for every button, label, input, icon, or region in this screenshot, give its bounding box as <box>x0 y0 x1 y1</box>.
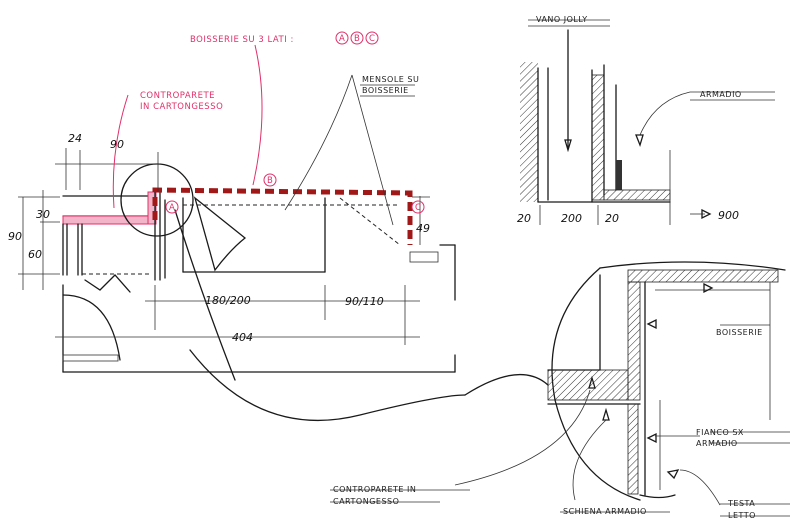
plan-marker-b: B <box>267 176 273 186</box>
fianco-label-line1: FIANCO SX <box>696 428 744 437</box>
testa-label-line2: LETTO <box>728 511 756 520</box>
marker-b: B <box>354 34 360 44</box>
boiserie-outline <box>152 187 413 245</box>
dim-49: 49 <box>416 222 430 235</box>
dim-20-b: 20 <box>605 212 619 225</box>
armadio-label: ARMADIO <box>700 90 742 99</box>
fianco-label-line2: ARMADIO <box>696 439 738 448</box>
vano-jolly-label: VANO JOLLY <box>536 15 588 24</box>
dim-24: 24 <box>68 132 82 145</box>
marker-c: C <box>369 34 375 44</box>
enlarged-detail <box>189 261 790 517</box>
dim-180-200: 180/200 <box>205 294 251 307</box>
marker-a: A <box>339 34 345 44</box>
shelves-label-line1: MENSOLE SU <box>362 75 419 84</box>
plan-marker-c: C <box>415 203 421 213</box>
dim-90-left: 90 <box>8 230 22 243</box>
plan-marker-a: A <box>169 203 175 213</box>
dim-90-110: 90/110 <box>345 295 384 308</box>
boiserie-title: BOISSERIE SU 3 LATI : <box>190 35 294 45</box>
boiserie-detail-label: BOISSERIE <box>716 328 763 337</box>
counterwall-bottom-line1: CONTROPARETE IN <box>333 485 416 494</box>
dim-20-a: 20 <box>517 212 531 225</box>
dim-60: 60 <box>28 248 42 261</box>
counterwall-bottom-line2: CARTONGESSO <box>333 497 399 506</box>
dim-404: 404 <box>232 331 253 344</box>
dim-200: 200 <box>561 212 582 225</box>
dim-900: 900 <box>718 209 739 222</box>
counterwall-hatch <box>62 215 156 225</box>
schiena-label: SCHIENA ARMADIO <box>563 507 647 516</box>
plan-view <box>18 44 456 381</box>
dim-30: 30 <box>36 208 50 221</box>
dim-90-top: 90 <box>110 138 124 151</box>
counterwall-label-line1: CONTROPARETE <box>140 91 215 101</box>
radiator <box>409 251 439 263</box>
shelves-label-line2: BOISSERIE <box>362 86 409 95</box>
section-detail <box>520 19 775 225</box>
testa-label-line1: TESTA <box>727 499 755 508</box>
counterwall-label-line2: IN CARTONGESSO <box>140 102 223 112</box>
